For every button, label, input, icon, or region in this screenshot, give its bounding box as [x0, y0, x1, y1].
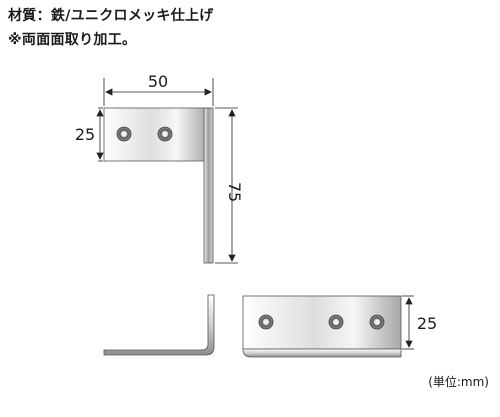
- material-note: 材質：鉄/ユニクロメッキ仕上げ: [8, 8, 214, 24]
- dimension-length: [215, 107, 238, 264]
- dimension-width: [103, 78, 214, 106]
- hole: [369, 314, 385, 330]
- hole: [157, 126, 173, 142]
- top-arm-side: [203, 107, 214, 264]
- dimension-height-bottom-label: 25: [417, 314, 437, 333]
- finish-note: ※両面面取り加工。: [8, 32, 137, 48]
- top-view-bracket: [103, 107, 214, 264]
- dimension-height-bottom: [402, 295, 414, 350]
- hole: [258, 314, 274, 330]
- side-view-l-profile: [103, 294, 215, 356]
- dimension-length-label: 75: [225, 182, 244, 202]
- dimension-height-small: [96, 107, 104, 162]
- hole: [116, 126, 132, 142]
- dimension-width-label: 50: [148, 72, 168, 91]
- hole: [328, 314, 344, 330]
- front-view-bracket: [242, 295, 402, 358]
- unit-label: (単位:mm): [428, 374, 489, 389]
- front-plate-edge: [242, 348, 402, 358]
- dimension-height-small-label: 25: [75, 125, 95, 144]
